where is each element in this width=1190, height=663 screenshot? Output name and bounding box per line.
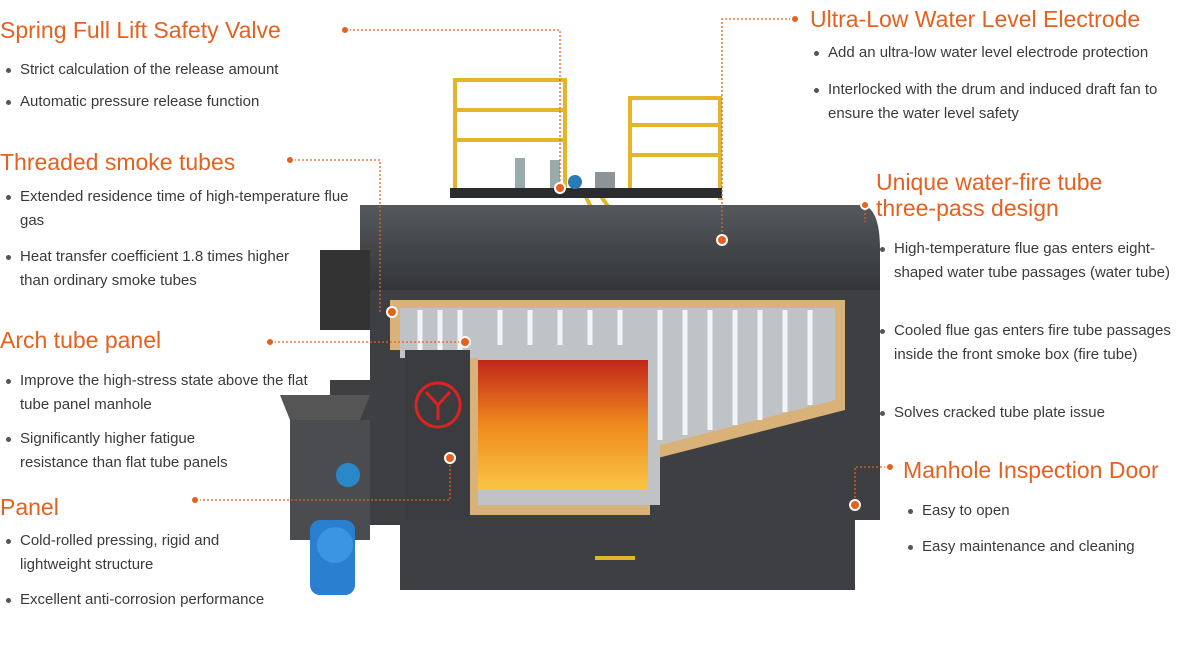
bullet: Easy to open <box>904 499 1010 523</box>
bullet: Interlocked with the drum and induced dr… <box>810 78 1188 126</box>
bullet: Add an ultra-low water level electrode p… <box>810 41 1148 65</box>
heading-smoke-tubes: Threaded smoke tubes <box>0 149 236 175</box>
bullet: Strict calculation of the release amount <box>2 58 278 82</box>
heading-manhole-door: Manhole Inspection Door <box>903 457 1159 483</box>
bullet: High-temperature flue gas enters eight-s… <box>876 237 1184 285</box>
bullet: Improve the high-stress state above the … <box>2 369 320 417</box>
bullet: Easy maintenance and cleaning <box>904 535 1135 559</box>
heading-safety-valve: Spring Full Lift Safety Valve <box>0 17 281 43</box>
bullet: Solves cracked tube plate issue <box>876 401 1105 425</box>
heading-arch-tube-panel: Arch tube panel <box>0 327 162 353</box>
bullet: Cold-rolled pressing, rigid and lightwei… <box>2 529 250 577</box>
safety-valve <box>515 158 525 188</box>
bullet: Automatic pressure release function <box>2 90 259 114</box>
bullet: Extended residence time of high-temperat… <box>2 185 360 233</box>
heading-panel: Panel <box>0 494 59 520</box>
logo <box>414 381 462 429</box>
leader-lines <box>195 18 890 505</box>
bullet: Heat transfer coefficient 1.8 times high… <box>2 245 320 293</box>
bullet: Cooled flue gas enters fire tube passage… <box>876 319 1179 367</box>
boiler-drum <box>360 205 880 300</box>
bullet: Significantly higher fatigue resistance … <box>2 427 265 475</box>
furnace-fire <box>478 360 648 490</box>
platform <box>450 188 722 198</box>
bullet: Excellent anti-corrosion performance <box>2 588 264 612</box>
heading-water-level-electrode: Ultra-Low Water Level Electrode <box>810 6 1141 32</box>
heading-three-pass-design: Unique water-fire tube three-pass design <box>876 169 1103 221</box>
